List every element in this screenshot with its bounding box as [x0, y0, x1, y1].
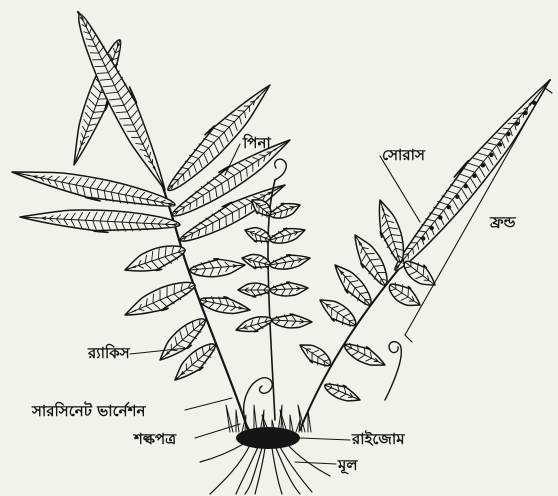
label-scale-leaf: শল্কপত্র — [134, 432, 176, 447]
sorus-dot — [489, 153, 493, 157]
frond-bracket-end — [405, 335, 412, 342]
label-root: মূল — [338, 458, 358, 473]
root — [210, 445, 250, 494]
leader-root — [295, 462, 336, 464]
rhizome — [236, 427, 300, 449]
crozier-right — [385, 342, 401, 400]
sorus-dot — [438, 215, 442, 219]
sorus-dot — [472, 174, 476, 178]
sorus-dot — [506, 132, 510, 136]
label-frond: ফ্রন্ড — [490, 215, 516, 230]
label-rhizome: রাইজোম — [352, 432, 405, 447]
pinna-left-5-vein — [199, 320, 200, 325]
pinna-left-4-vein — [174, 285, 175, 294]
pinna-right-3-vein — [206, 226, 207, 234]
root — [288, 445, 330, 476]
pinna-rf-7-vein — [364, 347, 365, 355]
pinna-hanging-vein — [96, 105, 106, 106]
pinna-right-3-vein — [260, 195, 265, 196]
scale-leaf — [236, 410, 239, 432]
sorus-dot — [464, 184, 468, 188]
pinna-rf-3-vein — [365, 299, 370, 300]
label-pinna: পিনা — [243, 136, 271, 151]
pinna-hanging-vein — [81, 141, 82, 145]
leader-circinate — [185, 398, 232, 410]
root — [272, 448, 282, 494]
root — [245, 448, 262, 494]
scale-leaf — [308, 410, 311, 432]
frond-bracket — [405, 88, 545, 335]
frond-bracket-end — [545, 88, 552, 93]
sorus-dot — [455, 195, 459, 199]
pinna-right-2-vein — [258, 160, 259, 167]
sorus-dot — [498, 142, 502, 146]
pinna-rf-5-vein — [395, 283, 396, 289]
sorus-dot — [447, 205, 451, 209]
pinna-middle-1-vein — [266, 212, 267, 217]
pinna-middle-3-vein — [250, 231, 255, 232]
root — [200, 443, 245, 462]
sorus-dot — [430, 226, 434, 230]
pinna-right-2-vein — [203, 195, 204, 203]
label-circinate-vernation: সারসিনেট ভার্নেশন — [32, 404, 145, 419]
leader-rhizome — [300, 438, 350, 440]
pinna-left-3-vein — [132, 267, 136, 268]
scale-leaf — [296, 420, 300, 432]
crozier-middle — [275, 159, 287, 180]
crozier-left — [244, 378, 273, 420]
label-sorus: সোরাস — [382, 148, 425, 163]
sorus-dot — [421, 236, 425, 240]
sorus-dot — [481, 163, 485, 167]
pinna-top-curve-vein — [95, 66, 105, 67]
sorus-dot — [523, 111, 527, 115]
label-rachis: র‍্যাকিস — [88, 346, 130, 361]
scale-leaf — [290, 415, 293, 432]
pinna-sorus-vein — [513, 118, 519, 119]
pinna-left-6-vein — [209, 345, 210, 350]
sorus-dot — [515, 121, 519, 125]
